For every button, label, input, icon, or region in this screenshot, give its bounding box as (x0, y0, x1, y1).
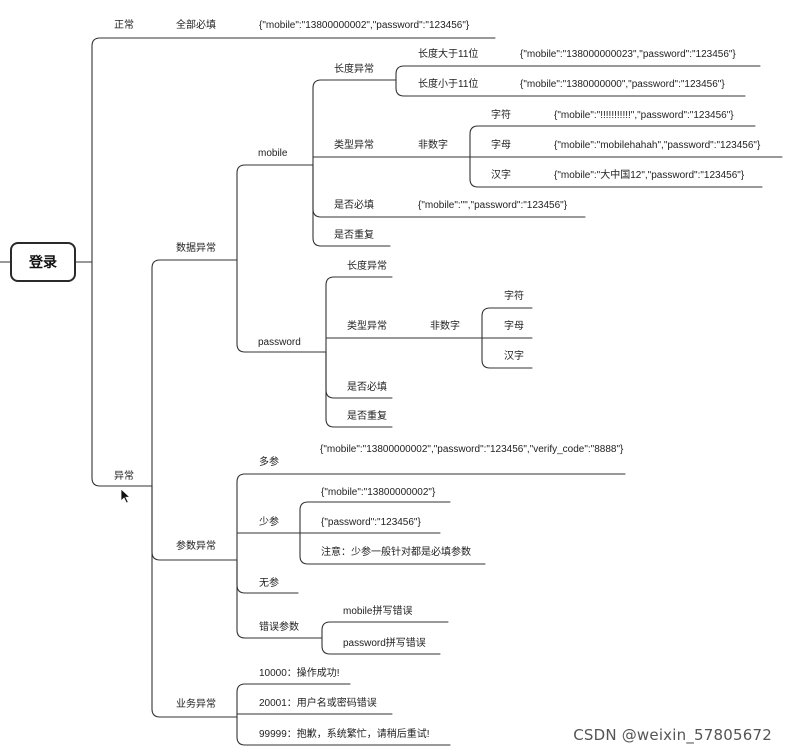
node-password-type[interactable]: 类型异常 (347, 321, 387, 332)
node-wrong-mobile[interactable]: mobile拼写错误 (343, 606, 413, 617)
node-mobile-len-gt-json[interactable]: {"mobile":"138000000023","password":"123… (520, 49, 736, 60)
node-mobile-len-gt[interactable]: 长度大于11位 (418, 49, 479, 60)
node-password-length[interactable]: 长度异常 (347, 261, 387, 272)
node-biz-20001[interactable]: 20001：用户名或密码错误 (259, 698, 377, 709)
node-mobile-letter[interactable]: 字母 (491, 140, 511, 151)
node-mobile-len-lt[interactable]: 长度小于11位 (418, 79, 479, 90)
node-password-char[interactable]: 字符 (504, 291, 524, 302)
node-biz-10000[interactable]: 10000：操作成功! (259, 668, 340, 679)
node-less-note[interactable]: 注意：少参一般针对都是必填参数 (321, 547, 471, 558)
node-password-nonnum[interactable]: 非数字 (430, 321, 460, 332)
node-mobile-nonnum[interactable]: 非数字 (418, 140, 448, 151)
node-mobile-required[interactable]: 是否必填 (334, 200, 374, 211)
node-password[interactable]: password (258, 337, 301, 348)
node-mobile-char[interactable]: 字符 (491, 110, 511, 121)
node-mobile-hanzi[interactable]: 汉字 (491, 170, 511, 181)
node-all-required-json[interactable]: {"mobile":"13800000002","password":"1234… (259, 20, 470, 31)
connector-lines (0, 37, 783, 746)
mouse-pointer-icon (120, 488, 132, 504)
node-more-param-json[interactable]: {"mobile":"13800000002","password":"1234… (320, 444, 624, 455)
node-all-required[interactable]: 全部必填 (176, 20, 216, 31)
node-wrong-password[interactable]: password拼写错误 (343, 638, 426, 649)
node-no-param[interactable]: 无参 (259, 578, 279, 589)
node-biz-abnormal[interactable]: 业务异常 (176, 699, 216, 710)
node-normal[interactable]: 正常 (114, 20, 134, 31)
node-mobile-repeat[interactable]: 是否重复 (334, 230, 374, 241)
csdn-watermark: CSDN @weixin_57805672 (573, 726, 772, 744)
node-mobile-type[interactable]: 类型异常 (334, 140, 374, 151)
node-mobile-length[interactable]: 长度异常 (334, 64, 374, 75)
node-mobile-letter-json[interactable]: {"mobile":"mobilehahah","password":"1234… (554, 140, 761, 151)
node-mobile-hanzi-json[interactable]: {"mobile":"大中国12","password":"123456"} (554, 170, 745, 181)
node-data-abnormal[interactable]: 数据异常 (176, 243, 216, 254)
root-node-login[interactable]: 登录 (10, 242, 76, 282)
node-mobile-char-json[interactable]: {"mobile":"!!!!!!!!!!!","password":"1234… (554, 110, 734, 121)
node-less-param[interactable]: 少参 (259, 517, 279, 528)
node-param-abnormal[interactable]: 参数异常 (176, 541, 216, 552)
node-password-required[interactable]: 是否必填 (347, 382, 387, 393)
node-more-param[interactable]: 多参 (259, 457, 279, 468)
node-mobile-required-json[interactable]: {"mobile":"","password":"123456"} (418, 200, 568, 211)
node-password-letter[interactable]: 字母 (504, 321, 524, 332)
node-less-mobile-json[interactable]: {"mobile":"13800000002"} (321, 487, 436, 498)
node-wrong-param[interactable]: 错误参数 (259, 622, 299, 633)
node-biz-99999[interactable]: 99999：抱歉，系统繁忙，请稍后重试! (259, 729, 430, 740)
node-password-repeat[interactable]: 是否重复 (347, 411, 387, 422)
node-password-hanzi[interactable]: 汉字 (504, 351, 524, 362)
node-less-password-json[interactable]: {"password":"123456"} (321, 517, 421, 528)
node-abnormal[interactable]: 异常 (114, 471, 134, 482)
node-mobile-len-lt-json[interactable]: {"mobile":"1380000000","password":"12345… (520, 79, 725, 90)
node-mobile[interactable]: mobile (258, 148, 288, 159)
